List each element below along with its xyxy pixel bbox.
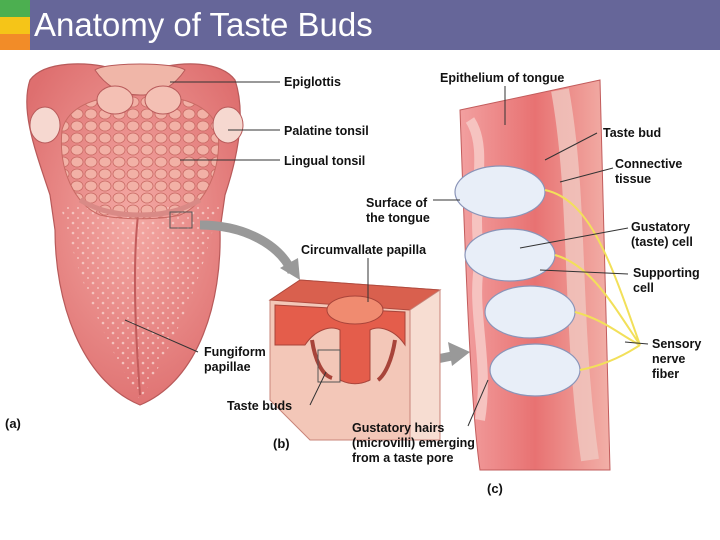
- label-sensory-line3: fiber: [652, 367, 680, 381]
- slide-title: Anatomy of Taste Buds: [34, 6, 373, 43]
- tissue-section-illustration: [454, 79, 641, 471]
- label-connective-line1: Connective: [615, 157, 683, 171]
- panel-label-a: (a): [5, 416, 21, 431]
- label-connective-tissue: Connective tissue: [615, 157, 682, 187]
- label-circumvallate-papilla: Circumvallate papilla: [301, 243, 427, 257]
- panel-label-c: (c): [487, 481, 503, 496]
- label-taste-buds: Taste buds: [227, 399, 293, 413]
- tongue-illustration: [26, 63, 244, 406]
- label-fungiform-line2: papillae: [204, 360, 251, 374]
- label-supporting-line2: cell: [633, 281, 654, 295]
- label-connective-line2: tissue: [615, 172, 652, 186]
- label-gustatory-hairs: Gustatory hairs (microvilli) emerging fr…: [352, 421, 475, 466]
- arrow-to-b: [199, 220, 297, 275]
- label-fungiform-line1: Fungiform: [204, 345, 266, 359]
- arrow-to-c-head: [448, 342, 470, 366]
- accent-bar-green: [0, 0, 30, 17]
- panel-label-b: (b): [273, 436, 290, 451]
- accent-bar-orange: [0, 34, 30, 50]
- label-surface-line1: Surface of: [366, 196, 428, 210]
- arrow-to-b-head: [280, 258, 300, 280]
- accent-bar-yellow: [0, 17, 30, 34]
- papilla-block-illustration: [268, 279, 442, 441]
- label-hairs-line1: Gustatory hairs: [352, 421, 445, 435]
- label-hairs-line2: (microvilli) emerging: [352, 436, 475, 450]
- label-sensory-nerve-fiber: Sensory nerve fiber: [652, 337, 701, 382]
- label-surface-of-tongue: Surface of the tongue: [366, 196, 430, 226]
- label-gustatory-cell: Gustatory (taste) cell: [631, 220, 693, 250]
- label-surface-line2: the tongue: [366, 211, 430, 225]
- label-supporting-cell: Supporting cell: [633, 266, 700, 296]
- label-palatine-tonsil: Palatine tonsil: [284, 124, 369, 138]
- label-sensory-line1: Sensory: [652, 337, 702, 351]
- label-fungiform-papillae: Fungiform papillae: [204, 345, 266, 375]
- label-hairs-line3: from a taste pore: [352, 451, 454, 465]
- label-lingual-tonsil: Lingual tonsil: [284, 154, 366, 168]
- leader-lines: [124, 81, 649, 427]
- label-taste-bud: Taste bud: [603, 126, 662, 140]
- label-gustatory-line1: Gustatory: [631, 220, 691, 234]
- label-sensory-line2: nerve: [652, 352, 686, 366]
- title-bar: [0, 0, 720, 50]
- label-supporting-line1: Supporting: [633, 266, 700, 280]
- label-epithelium-of-tongue: Epithelium of tongue: [440, 71, 565, 85]
- label-gustatory-line2: (taste) cell: [631, 235, 693, 249]
- label-epiglottis: Epiglottis: [284, 75, 341, 89]
